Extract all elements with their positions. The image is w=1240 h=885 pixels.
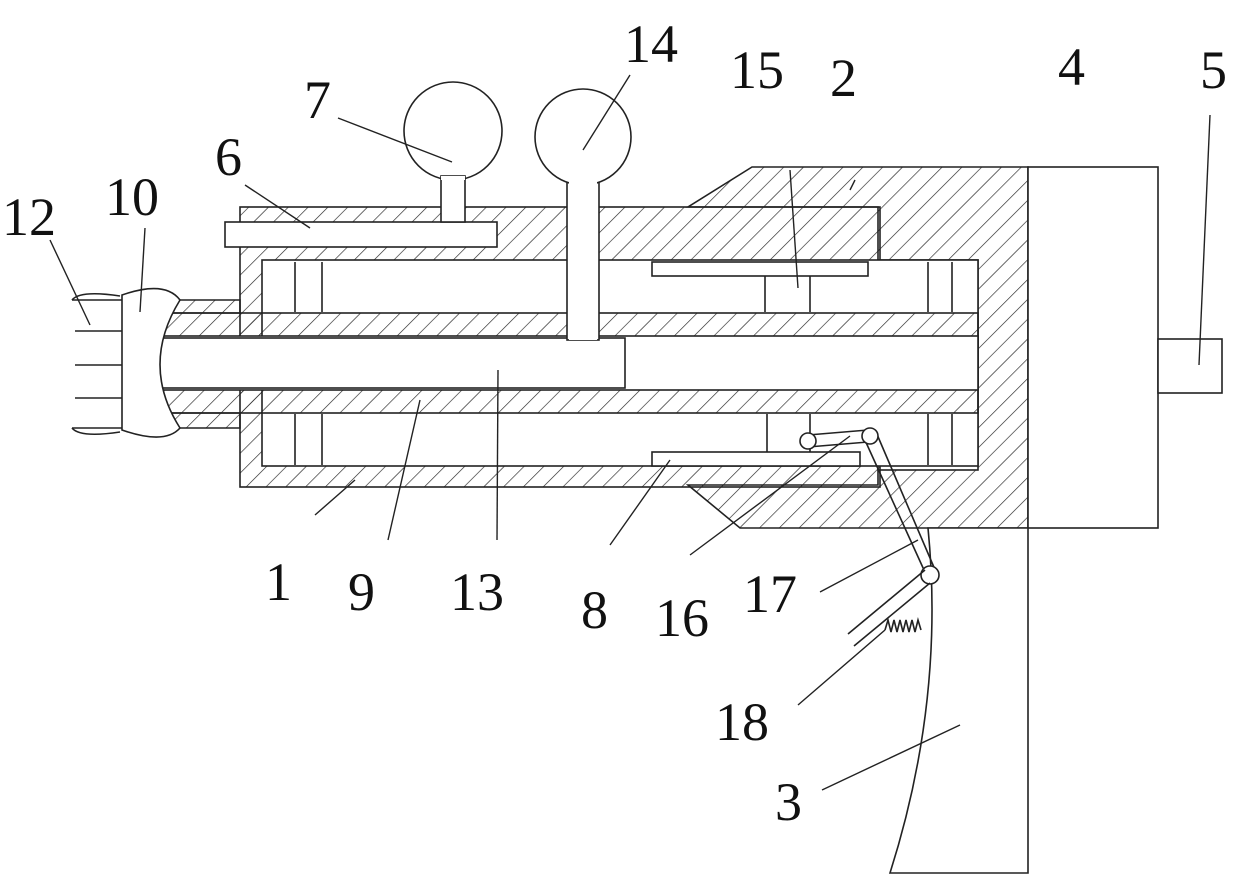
trigger-part-18 (848, 570, 930, 646)
label-18: 18 (715, 692, 769, 752)
knob-part-7 (404, 82, 502, 222)
label-17: 17 (743, 564, 797, 624)
label-2: 2 (830, 48, 857, 108)
label-6: 6 (215, 127, 242, 187)
rear-block-part-4 (1028, 167, 1158, 528)
label-10: 10 (105, 167, 159, 227)
label-9: 9 (348, 562, 375, 622)
label-14: 14 (624, 14, 678, 74)
label-3: 3 (775, 772, 802, 832)
label-1: 1 (265, 552, 292, 612)
label-13: 13 (450, 562, 504, 622)
label-7: 7 (304, 70, 331, 130)
handle-part-3 (890, 528, 1028, 873)
label-5: 5 (1200, 40, 1227, 100)
label-4: 4 (1058, 37, 1085, 97)
label-15: 15 (730, 40, 784, 100)
slide-rod-part-6 (225, 222, 497, 247)
label-12: 12 (2, 187, 56, 247)
knob-part-14 (535, 89, 631, 185)
label-16: 16 (655, 588, 709, 648)
label-8: 8 (581, 580, 608, 640)
rear-pin-part-5 (1158, 339, 1222, 393)
